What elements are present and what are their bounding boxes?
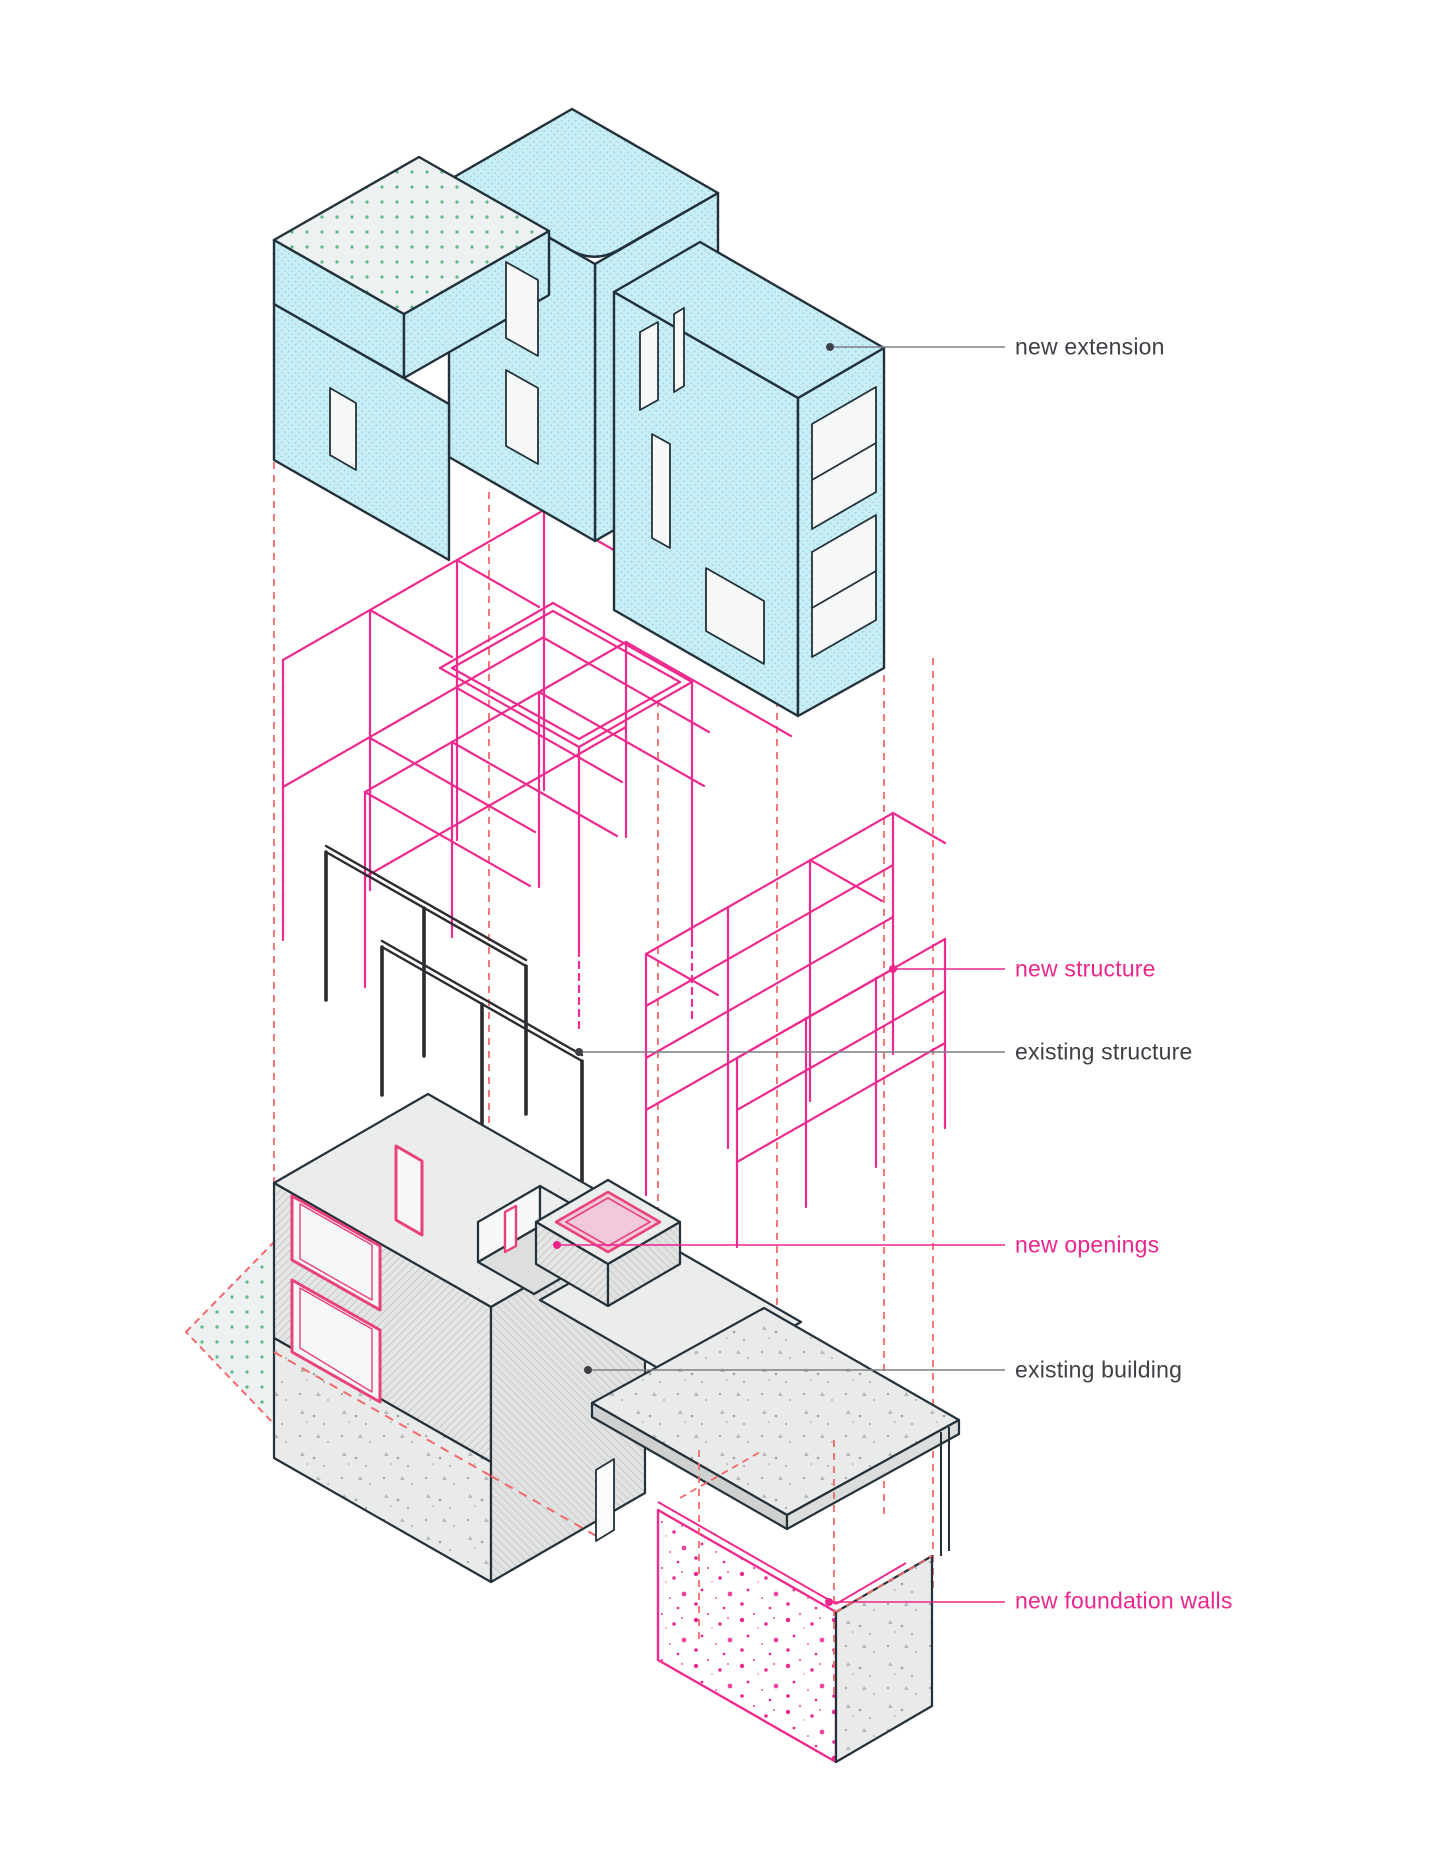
label-new-structure: new structure xyxy=(1015,955,1156,982)
label-new-extension: new extension xyxy=(1015,333,1165,360)
label-existing-building: existing building xyxy=(1015,1356,1183,1383)
ground-plane xyxy=(185,1241,275,1425)
label-new-foundation-walls: new foundation walls xyxy=(1015,1587,1233,1614)
label-existing-structure: existing structure xyxy=(1015,1038,1193,1065)
label-new-openings: new openings xyxy=(1015,1231,1160,1258)
existing-building-volume xyxy=(185,1092,961,1584)
existing-structure-frame xyxy=(324,844,584,1211)
new-window-openings xyxy=(290,1144,424,1404)
leader-dot-new-extension xyxy=(826,343,834,351)
leader-dot-new-structure xyxy=(889,965,897,973)
leader-dot-new-foundation-walls xyxy=(825,1598,833,1606)
leader-dot-existing-building xyxy=(584,1366,592,1374)
new-foundation-walls-shape xyxy=(656,1440,934,1764)
new-extension-volume xyxy=(272,107,886,718)
new-structure-frame xyxy=(281,508,947,1249)
leader-lines xyxy=(553,343,1005,1606)
extension-windows xyxy=(329,261,877,665)
roof-opening xyxy=(554,1190,662,1254)
leader-dot-new-openings xyxy=(553,1241,561,1249)
leader-dot-existing-structure xyxy=(575,1048,583,1056)
roof-terrace xyxy=(272,155,551,316)
